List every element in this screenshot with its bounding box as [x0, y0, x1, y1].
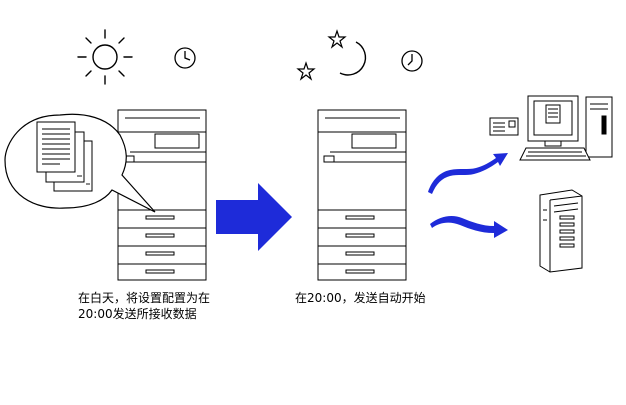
day-caption-line2: 20:00发送所接收数据 [78, 307, 197, 321]
envelope-icon [489, 117, 519, 136]
sun-icon [77, 29, 133, 85]
day-caption-line1: 在白天，将设置配置为在 [78, 291, 211, 305]
computer-icon [489, 95, 613, 161]
server-icon [539, 189, 583, 273]
clock-icon [401, 50, 423, 72]
copier-icon [117, 109, 207, 281]
send-arrow [430, 216, 508, 238]
send-arrow [428, 153, 508, 194]
clock-icon [174, 47, 196, 69]
moon-icon [339, 41, 367, 76]
star-icon [327, 29, 347, 49]
document-bubble [4, 113, 156, 213]
night-caption: 在20:00，发送自动开始 [295, 291, 426, 305]
star-icon [296, 61, 316, 81]
document-stack-icon [36, 121, 93, 192]
flow-arrow [216, 183, 292, 251]
day-caption: 在白天，将设置配置为在 20:00发送所接收数据 [78, 290, 278, 322]
copier-icon [317, 109, 407, 281]
